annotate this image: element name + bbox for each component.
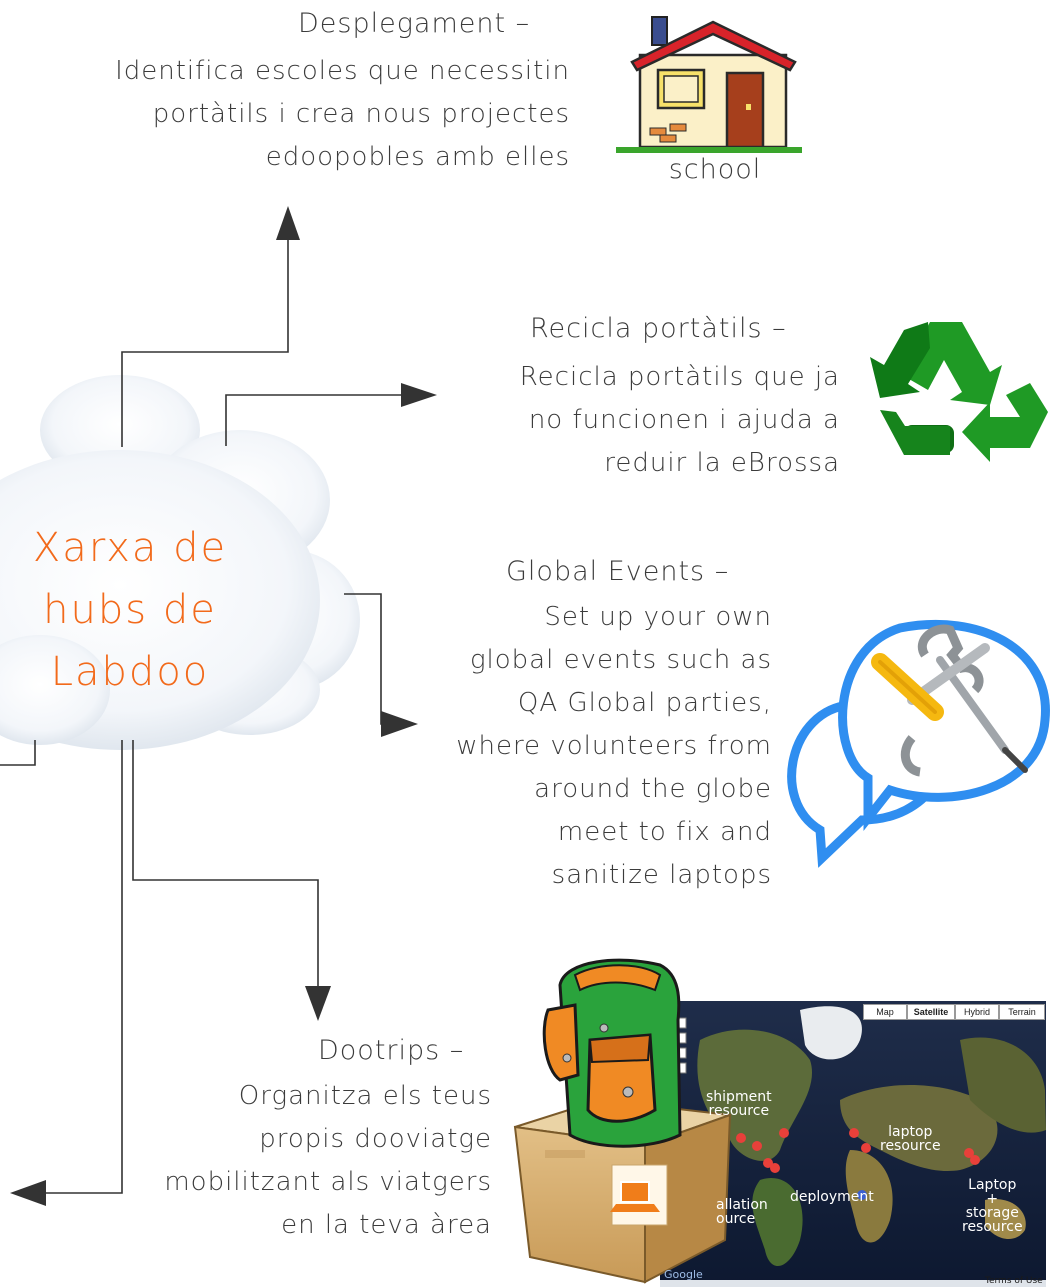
map-label-shipment: shipment resource (706, 1089, 772, 1119)
dootrips-title: Dootrips – (318, 1035, 465, 1066)
hub-line-2: hubs de (43, 587, 217, 633)
events-line-3: QA Global parties, (517, 688, 772, 718)
map-type-terrain[interactable]: Terrain (999, 1004, 1045, 1020)
backpack-icon (542, 958, 682, 1148)
hub-title: Xarxa de hubs de Labdoo (0, 517, 260, 703)
recycle-icon (870, 322, 1048, 462)
hub-line-1: Xarxa de (32, 525, 228, 571)
dootrips-line-3: mobilitzant als viatgers (164, 1167, 492, 1197)
events-line-5: around the globe (534, 774, 772, 804)
map-label-deployment: deployment (790, 1189, 874, 1205)
dootrips-description: Organitza els teus propis dooviatge mobi… (140, 1075, 492, 1247)
school-icon-label: school (668, 154, 762, 185)
recycle-title: Recicla portàtils – (530, 313, 787, 344)
map-label-installation: allation ource (716, 1197, 768, 1227)
arrow-left (10, 1180, 46, 1206)
map-label-storage: Laptop + storage resource (962, 1177, 1023, 1235)
events-title: Global Events – (506, 556, 730, 587)
arrow-deployment (276, 206, 300, 240)
deployment-title: Desplegament – (298, 8, 531, 39)
recycle-line-2: no funcionen i ajuda a (528, 405, 840, 435)
events-line-4: where volunteers from (456, 731, 772, 761)
recycle-line-3: reduir la eBrossa (604, 448, 840, 478)
map-type-map[interactable]: Map (863, 1004, 907, 1020)
recycle-description: Recicla portàtils que ja no funcionen i … (440, 356, 840, 485)
events-line-7: sanitize laptops (551, 860, 772, 890)
events-line-6: meet to fix and (557, 817, 772, 847)
deployment-line-1: Identifica escoles que necessitin (115, 56, 570, 86)
map-google-logo: Google (664, 1268, 703, 1281)
tools-speech-bubble-icon (787, 619, 1050, 868)
arrow-recycle (401, 383, 437, 407)
recycle-line-1: Recicla portàtils que ja (519, 362, 840, 392)
arrowheads (10, 206, 437, 1206)
arrow-events (381, 711, 418, 737)
events-description: Set up your own global events such as QA… (420, 596, 772, 897)
hub-cloud (0, 375, 360, 750)
events-line-2: global events such as (469, 645, 772, 675)
map-terms-link[interactable]: Terms of Use (985, 1276, 1043, 1286)
map-type-satellite[interactable]: Satellite (907, 1004, 955, 1020)
deployment-line-2: portàtils i crea nous projectes (152, 99, 570, 129)
deployment-description: Identifica escoles que necessitin portàt… (40, 50, 570, 179)
dootrips-line-2: propis dooviatge (259, 1124, 492, 1154)
hub-line-3: Labdoo (50, 649, 210, 695)
map-markers (736, 1128, 980, 1173)
school-house-icon (616, 16, 802, 153)
dootrips-line-1: Organitza els teus (238, 1081, 492, 1111)
arrow-dootrips (305, 986, 331, 1021)
events-line-1: Set up your own (544, 602, 772, 632)
deployment-line-3: edoopobles amb elles (265, 142, 570, 172)
map-label-laptop: laptop resource (880, 1124, 941, 1154)
map-type-hybrid[interactable]: Hybrid (955, 1004, 999, 1020)
dootrips-line-4: en la teva àrea (281, 1210, 492, 1240)
